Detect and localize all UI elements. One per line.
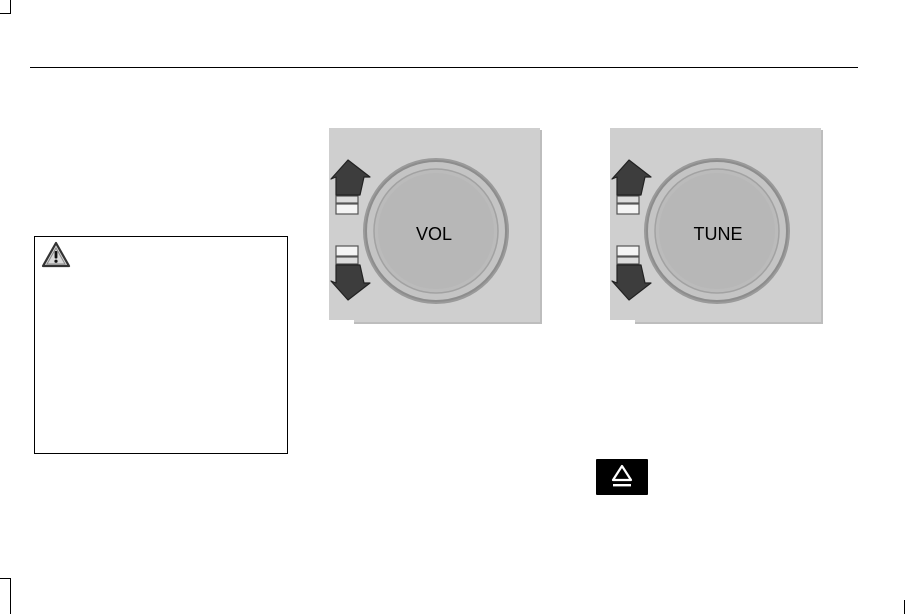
crop-mark-top-left-horizontal (0, 13, 11, 14)
crop-mark-bottom-left-horizontal (0, 578, 11, 579)
crop-mark-bottom-right-vertical (904, 600, 905, 614)
volume-knob-label: VOL (416, 224, 452, 244)
crop-mark-top-left-vertical (10, 0, 11, 14)
eject-icon (611, 464, 633, 487)
tune-down-arrow-icon (611, 245, 652, 301)
warning-triangle-icon (40, 240, 72, 270)
warning-box (34, 236, 288, 454)
crop-mark-bottom-left-vertical (10, 578, 11, 614)
tune-knob-label: TUNE (694, 224, 743, 244)
volume-up-arrow-icon (330, 159, 371, 215)
tune-up-arrow-icon (611, 159, 652, 215)
volume-control-illustration: VOL (328, 127, 544, 327)
volume-down-arrow-icon (330, 245, 371, 301)
eject-button-symbol (596, 459, 648, 495)
header-rule (30, 67, 858, 68)
tune-control-illustration: TUNE (609, 127, 825, 327)
